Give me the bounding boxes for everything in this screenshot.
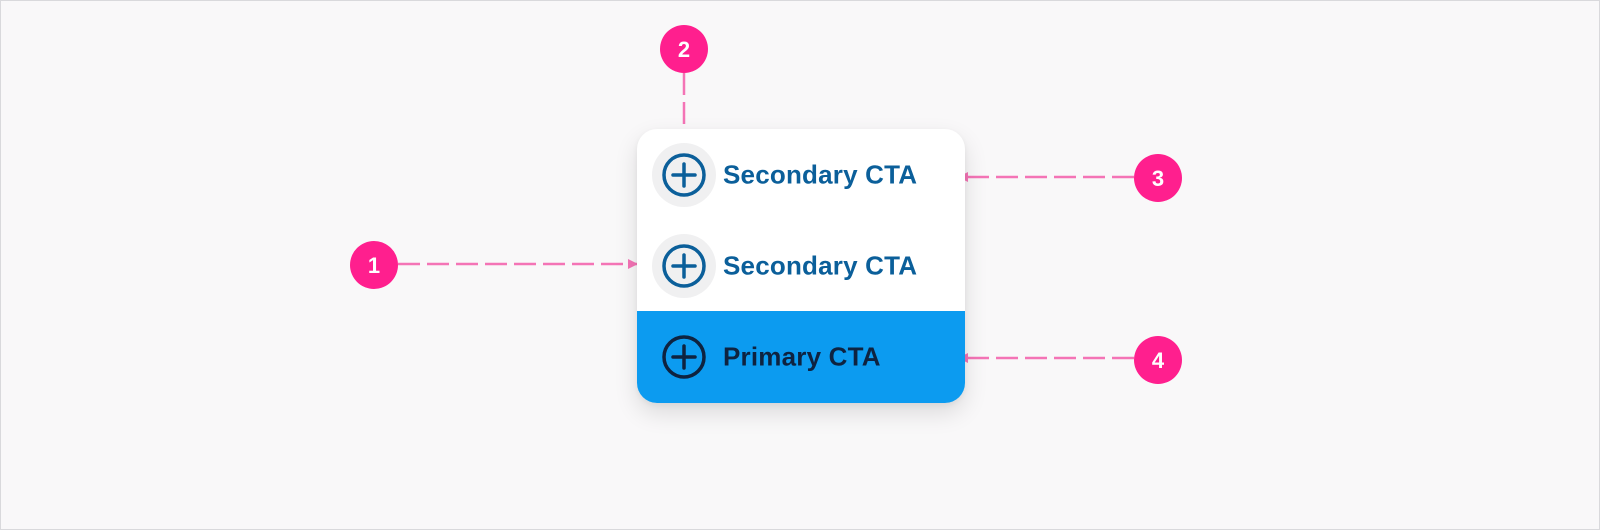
plus-circle-icon-halo	[652, 325, 716, 389]
plus-circle-icon	[662, 335, 706, 379]
annotation-3-number: 3	[1152, 166, 1164, 191]
annotation-4: 4	[958, 336, 1182, 384]
cta-menu: Secondary CTA Secondary CTA Primary	[637, 129, 965, 403]
annotation-3: 3	[958, 154, 1182, 202]
annotation-1-badge	[350, 241, 398, 289]
annotation-4-number: 4	[1152, 348, 1165, 373]
annotation-3-badge	[1134, 154, 1182, 202]
plus-circle-icon	[662, 153, 706, 197]
annotation-2-number: 2	[678, 37, 690, 62]
primary-cta-button[interactable]: Primary CTA	[637, 311, 965, 403]
secondary-cta-button-1[interactable]: Secondary CTA	[637, 129, 965, 221]
annotation-1-number: 1	[368, 253, 380, 278]
primary-cta-label: Primary CTA	[723, 341, 881, 372]
plus-circle-icon-halo	[652, 234, 716, 298]
plus-circle-icon-halo	[652, 143, 716, 207]
secondary-cta-button-2[interactable]: Secondary CTA	[637, 221, 965, 311]
secondary-cta-label: Secondary CTA	[723, 159, 918, 190]
annotation-1: 1	[350, 241, 638, 289]
plus-circle-icon	[662, 244, 706, 288]
annotation-2-badge	[660, 25, 708, 73]
annotation-4-badge	[1134, 336, 1182, 384]
secondary-cta-label: Secondary CTA	[723, 250, 918, 281]
